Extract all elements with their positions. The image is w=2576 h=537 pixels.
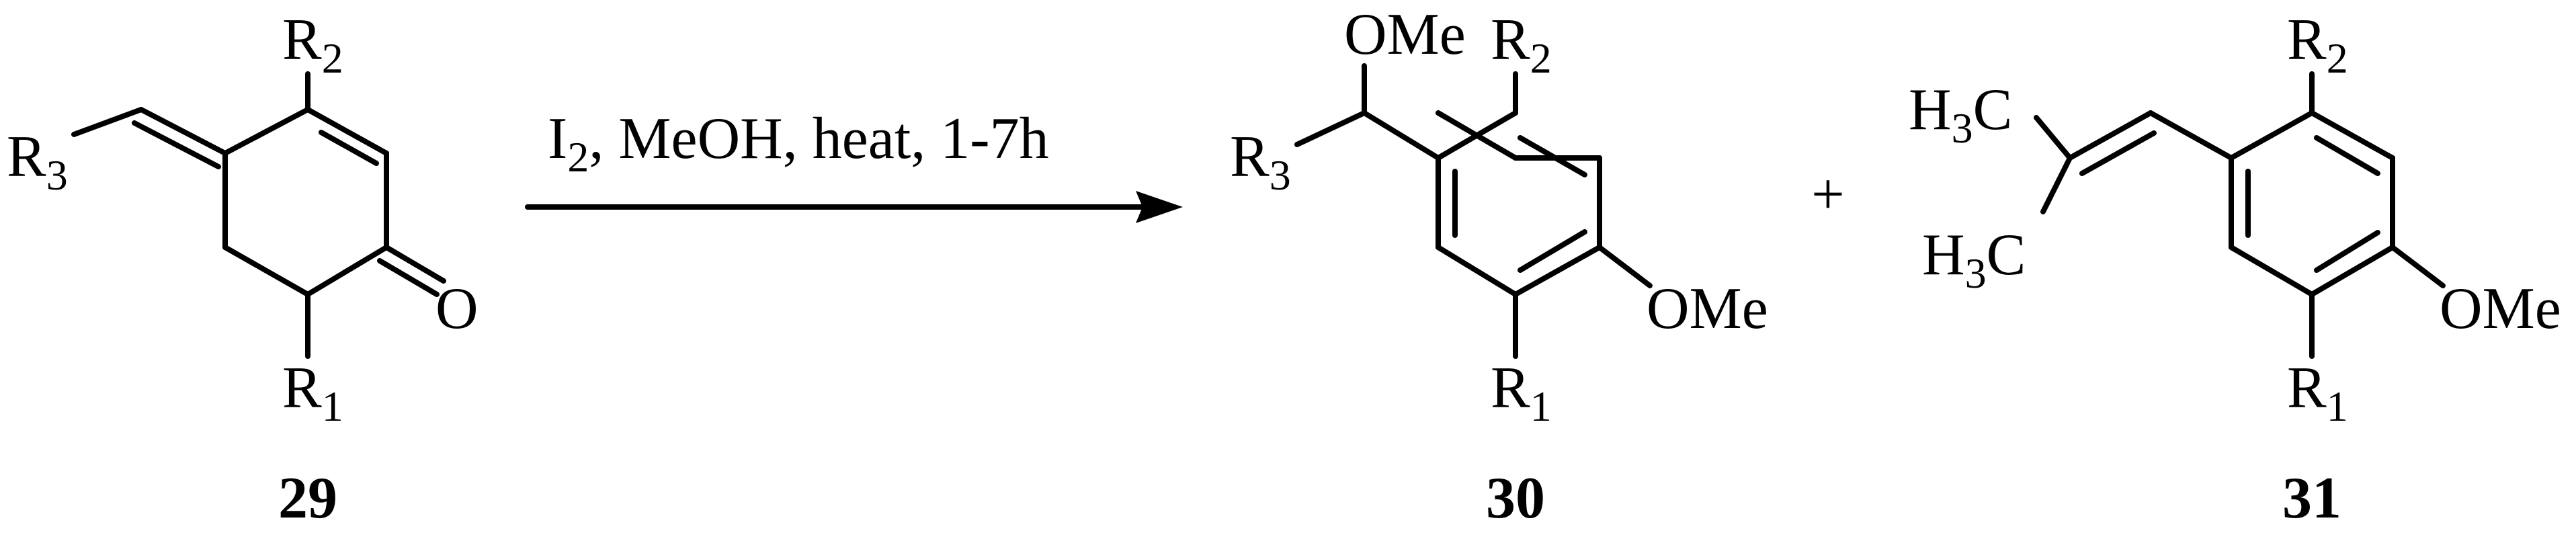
compound-31-h3c-bottom: H3C — [1922, 222, 2026, 297]
compound-30-r2: R2 — [1491, 7, 1552, 82]
reaction-conditions: I2, MeOH, heat, 1-7h — [548, 106, 1049, 181]
compound-31-r1: R1 — [2287, 356, 2348, 430]
compound-30-r3: R3 — [1230, 124, 1291, 199]
compound-30: OMe R2 R3 OMe R1 30 — [1230, 2, 1768, 531]
plus-sign: + — [1811, 162, 1845, 227]
reaction-arrow-head — [1136, 191, 1183, 223]
compound-31-r2: R2 — [2287, 7, 2348, 82]
compound-31-label: 31 — [2282, 466, 2341, 531]
compound-29: R2 R3 O R1 29 — [7, 7, 479, 531]
compound-30-bonds — [1294, 63, 1653, 359]
compound-29-label: 29 — [278, 466, 337, 531]
compound-30-ome-ring: OMe — [1647, 276, 1768, 341]
compound-29-r2: R2 — [282, 7, 343, 82]
compound-31-h3c-top: H3C — [1909, 77, 2012, 152]
compound-30-r1: R1 — [1491, 356, 1552, 430]
compound-31-ome-ring: OMe — [2440, 276, 2561, 341]
compound-31: H3C H3C R2 OMe R1 31 — [1909, 7, 2561, 531]
compound-30-label: 30 — [1486, 466, 1545, 531]
reaction-arrow-group: I2, MeOH, heat, 1-7h — [525, 106, 1183, 223]
compound-29-carbonyl-o: O — [435, 276, 479, 341]
compound-29-r1: R1 — [282, 356, 343, 430]
compound-29-bonds — [71, 71, 446, 359]
compound-31-bonds — [2034, 71, 2446, 359]
compound-30-ome-top: OMe — [1344, 2, 1466, 67]
compound-29-r3: R3 — [7, 124, 68, 199]
